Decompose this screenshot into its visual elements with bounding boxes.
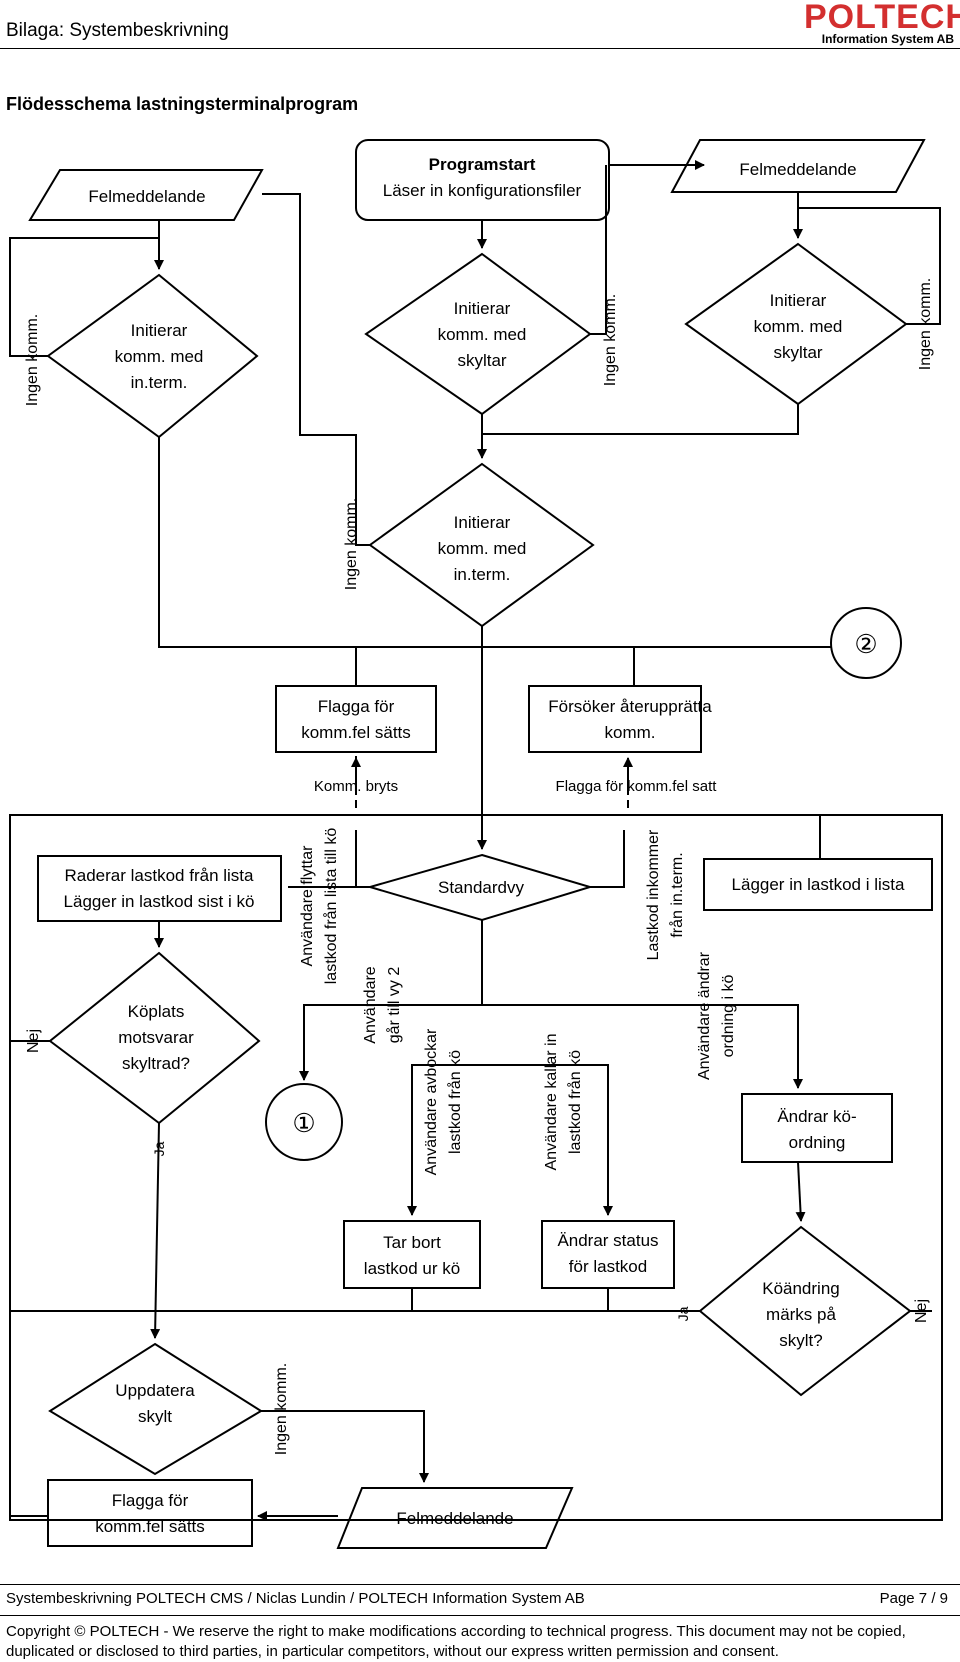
footer-rule-top xyxy=(0,1584,960,1585)
decision-right-l2: komm. med xyxy=(754,317,843,336)
flyttar-label-l2: lastkod från lista till kö xyxy=(322,828,340,985)
ingen-komm-label-left: Ingen komm. xyxy=(24,314,41,406)
retry-box xyxy=(528,685,702,753)
raderar-l2: Lägger in lastkod sist i kö xyxy=(64,892,255,911)
error-left-shape xyxy=(28,169,264,221)
decision-center-l1: Initierar xyxy=(454,299,511,318)
uppdatera-l1: Uppdatera xyxy=(115,1381,195,1400)
kallar-label-l1: Användare kallar in xyxy=(543,1034,560,1171)
error-left-label: Felmeddelande xyxy=(88,187,205,206)
ingen-komm-label-bottom: Ingen komm. xyxy=(273,1363,290,1455)
flag-l2: komm.fel sätts xyxy=(301,723,411,742)
tarbort-l1: Tar bort xyxy=(383,1233,441,1252)
decision-left-l3: in.term. xyxy=(131,373,188,392)
koplats-l2: motsvarar xyxy=(118,1028,194,1047)
retry-l2: komm. xyxy=(605,723,656,742)
decision-center-l3: skyltar xyxy=(457,351,506,370)
koplats-l3: skyltrad? xyxy=(122,1054,190,1073)
koplats-l1: Köplats xyxy=(128,1002,185,1021)
error-bottom-shape xyxy=(336,1487,574,1549)
flag-bottom-l1: Flagga för xyxy=(112,1491,189,1510)
avbockar-label-l1: Användare avbockar xyxy=(423,1028,440,1175)
error-right-shape xyxy=(670,139,926,193)
header-rule xyxy=(0,48,960,49)
logo-wordmark: POLTECH xyxy=(804,0,960,36)
start-box xyxy=(355,139,610,221)
ja-label-right: Ja xyxy=(675,1306,691,1321)
ingen-komm-label-mid: Ingen komm. xyxy=(343,498,360,590)
decision-center-l2: komm. med xyxy=(438,325,527,344)
nej-label-right: Nej xyxy=(913,1299,930,1323)
komm-bryts-label: Komm. bryts xyxy=(314,778,398,795)
koandring-l2: märks på xyxy=(766,1305,836,1324)
decision-right-l3: skyltar xyxy=(773,343,822,362)
flag-bottom-box xyxy=(47,1479,253,1547)
circle-1-shape xyxy=(265,1083,343,1161)
raderar-l1: Raderar lastkod från lista xyxy=(65,866,255,885)
flag-bottom-l2: komm.fel sätts xyxy=(95,1517,205,1536)
circle-2-shape xyxy=(830,607,902,679)
andrar-status-l1: Ändrar status xyxy=(557,1231,658,1250)
main-loop-frame xyxy=(9,814,943,1521)
decision-mid-l2: komm. med xyxy=(438,539,527,558)
vy2-label-l2: går till vy 2 xyxy=(385,967,403,1044)
logo-subtitle: Information System AB xyxy=(821,32,954,46)
andrar-ko-l1: Ändrar kö- xyxy=(777,1107,856,1126)
footer-left: Systembeskrivning POLTECH CMS / Niclas L… xyxy=(6,1590,585,1607)
circle-1-label: ① xyxy=(292,1108,315,1138)
copyright-notice: Copyright © POLTECH - We reserve the rig… xyxy=(6,1623,906,1660)
footer-rule-bottom xyxy=(0,1615,960,1616)
andrar-ko-l2: ordning xyxy=(789,1133,846,1152)
flyttar-label-l1: Användare flyttar xyxy=(299,845,316,967)
error-right-label: Felmeddelande xyxy=(739,160,856,179)
lagger-label: Lägger in lastkod i lista xyxy=(732,875,905,894)
lagger-box xyxy=(703,858,933,911)
circle-2-label: ② xyxy=(854,629,877,659)
ingen-komm-label-center: Ingen komm. xyxy=(602,294,619,386)
decision-left-l1: Initierar xyxy=(131,321,188,340)
decision-right-l1: Initierar xyxy=(770,291,827,310)
koandring-l3: skylt? xyxy=(779,1331,822,1350)
andrar-ordning-label-l1: Användare ändrar xyxy=(696,951,713,1080)
andrar-ordning-label-l2: ordning i kö xyxy=(720,975,737,1058)
ja-label-left: Ja xyxy=(151,1141,167,1156)
koandring-l1: Köändring xyxy=(762,1279,840,1298)
header-title: Bilaga: Systembeskrivning xyxy=(6,20,229,41)
inkommer-label-l2: från in.term. xyxy=(668,852,686,937)
standardvy-label: Standardvy xyxy=(438,878,524,897)
kallar-label-l2: lastkod från kö xyxy=(566,1050,584,1154)
inkommer-label-l1: Lastkod inkommer xyxy=(645,829,662,960)
andrar-ko-box xyxy=(741,1093,893,1163)
retry-l1: Försöker återupprätta xyxy=(548,697,712,716)
nej-label-left: Nej xyxy=(25,1029,42,1053)
flag-box xyxy=(275,685,437,753)
ingen-komm-label-right: Ingen komm. xyxy=(917,278,934,370)
start-title: Programstart xyxy=(429,155,536,174)
decision-left-l2: komm. med xyxy=(115,347,204,366)
uppdatera-l2: skylt xyxy=(138,1407,172,1426)
decision-mid-l3: in.term. xyxy=(454,565,511,584)
flag-l1: Flagga för xyxy=(318,697,395,716)
page-title: Flödesschema lastningsterminalprogram xyxy=(6,94,359,114)
vy2-label-l1: Användare xyxy=(362,966,379,1043)
page-number: Page 7 / 9 xyxy=(879,1590,948,1607)
decision-mid-l1: Initierar xyxy=(454,513,511,532)
uppdatera-decision-shape xyxy=(48,1342,263,1476)
start-text: Läser in konfigurationsfiler xyxy=(383,181,582,200)
avbockar-label-l2: lastkod från kö xyxy=(446,1050,464,1154)
koandring-decision-shape xyxy=(698,1225,912,1397)
tarbort-l2: lastkod ur kö xyxy=(364,1259,460,1278)
andrar-status-l2: för lastkod xyxy=(569,1257,647,1276)
error-bottom-label: Felmeddelande xyxy=(396,1509,513,1528)
company-logo: POLTECH Information System AB xyxy=(804,0,960,46)
flagga-satt-label: Flagga för komm.fel satt xyxy=(556,778,718,795)
